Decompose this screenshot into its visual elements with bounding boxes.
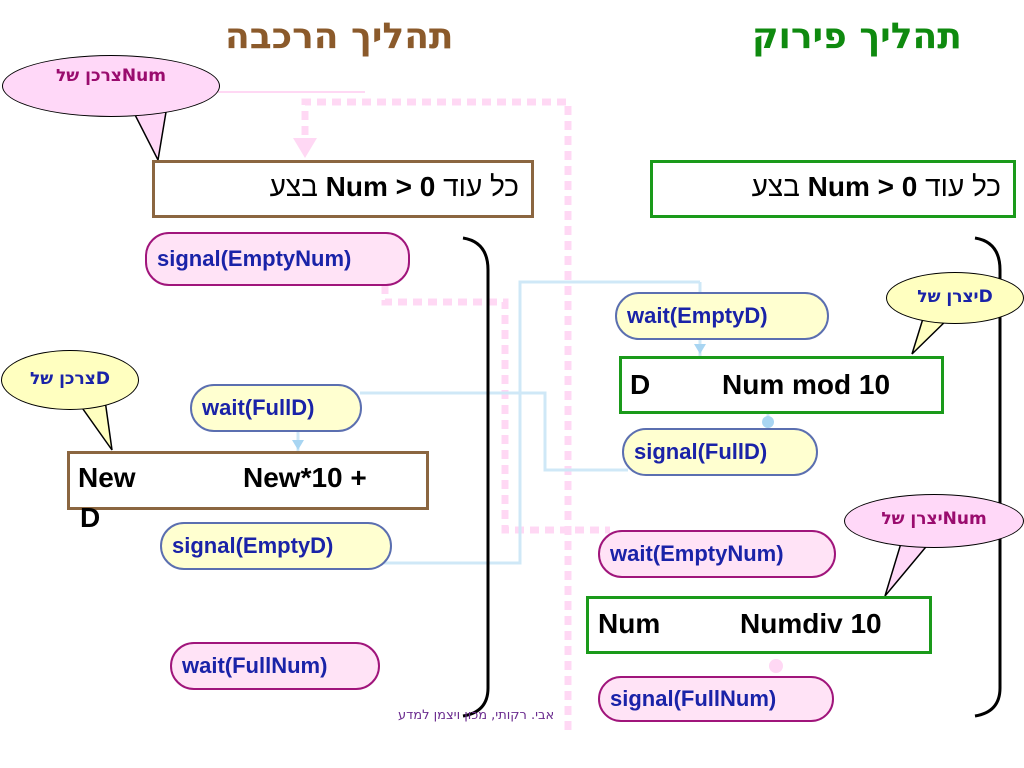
footer-credit: אבי. רקותי, מכון ויצמן למדע [398, 708, 555, 723]
callout-num-producer: יצרן שלNum [844, 494, 1024, 548]
assign-new-expression: New*10 + [243, 462, 367, 493]
blue-dot [762, 416, 774, 428]
pink-dot [769, 659, 783, 673]
left-loop-condition: Num > 0 [325, 171, 436, 202]
assign-new-target: New [78, 462, 136, 493]
signal-empty-d-pill: signal(EmptyD) [160, 522, 392, 570]
right-assign-d-box [619, 356, 944, 414]
blue-arrowhead-2 [292, 440, 304, 450]
callout-num-producer-label: יצרן שלNum [881, 509, 987, 529]
wait-full-num-pill: wait(FullNum) [170, 642, 380, 690]
callout-num-consumer-label: צרכן שלNum [56, 66, 166, 86]
right-loop-suffix: בצע [751, 171, 800, 202]
assembly-process-title: תהליך הרכבה [225, 16, 454, 57]
right-assign-num-box [586, 596, 932, 654]
blue-arrowhead-1 [694, 344, 706, 354]
signal-full-d-pill: signal(FullD) [622, 428, 818, 476]
assign-num-target: Num [598, 608, 661, 639]
signal-full-num-pill: signal(FullNum) [598, 676, 834, 722]
left-loop-suffix: בצע [269, 171, 318, 202]
decompose-process-title: תהליך פירוק [752, 16, 962, 57]
wait-empty-d-pill: wait(EmptyD) [615, 292, 829, 340]
right-bracket [974, 236, 1002, 718]
callout-d-producer-label: יצרן שלD [917, 287, 993, 307]
right-loop-condition: Num > 0 [807, 171, 918, 202]
left-assign-box [67, 451, 429, 510]
assign-d-target: D [630, 369, 651, 400]
callout-d-consumer: צרכן שלD [1, 350, 139, 410]
wait-empty-num-pill: wait(EmptyNum) [598, 530, 836, 578]
signal-empty-num-pill: signal(EmptyNum) [145, 232, 410, 286]
callout-d-producer: יצרן שלD [886, 272, 1024, 324]
pink-dotted-connector [301, 98, 572, 735]
left-loop-prefix: כל עוד [443, 171, 519, 202]
left-bracket [462, 236, 490, 718]
wait-full-d-pill: wait(FullD) [190, 384, 362, 432]
left-loop-box: כל עוד Num > 0 בצע [152, 160, 534, 218]
pink-dotted-connector-2 [381, 240, 610, 534]
blue-connector-lower [360, 391, 628, 472]
right-loop-box: כל עוד Num > 0 בצע [650, 160, 1016, 218]
callout-d-consumer-label: צרכן שלD [29, 369, 111, 389]
assign-num-expression: Numdiv 10 [740, 608, 882, 639]
pink-arrowhead [293, 138, 317, 158]
right-loop-prefix: כל עוד [925, 171, 1001, 202]
callout-num-consumer: צרכן שלNum [2, 55, 220, 117]
assign-d-expression: Num mod 10 [722, 369, 891, 400]
assign-new-continuation: D [80, 502, 101, 533]
blue-connector-upper [380, 280, 700, 565]
